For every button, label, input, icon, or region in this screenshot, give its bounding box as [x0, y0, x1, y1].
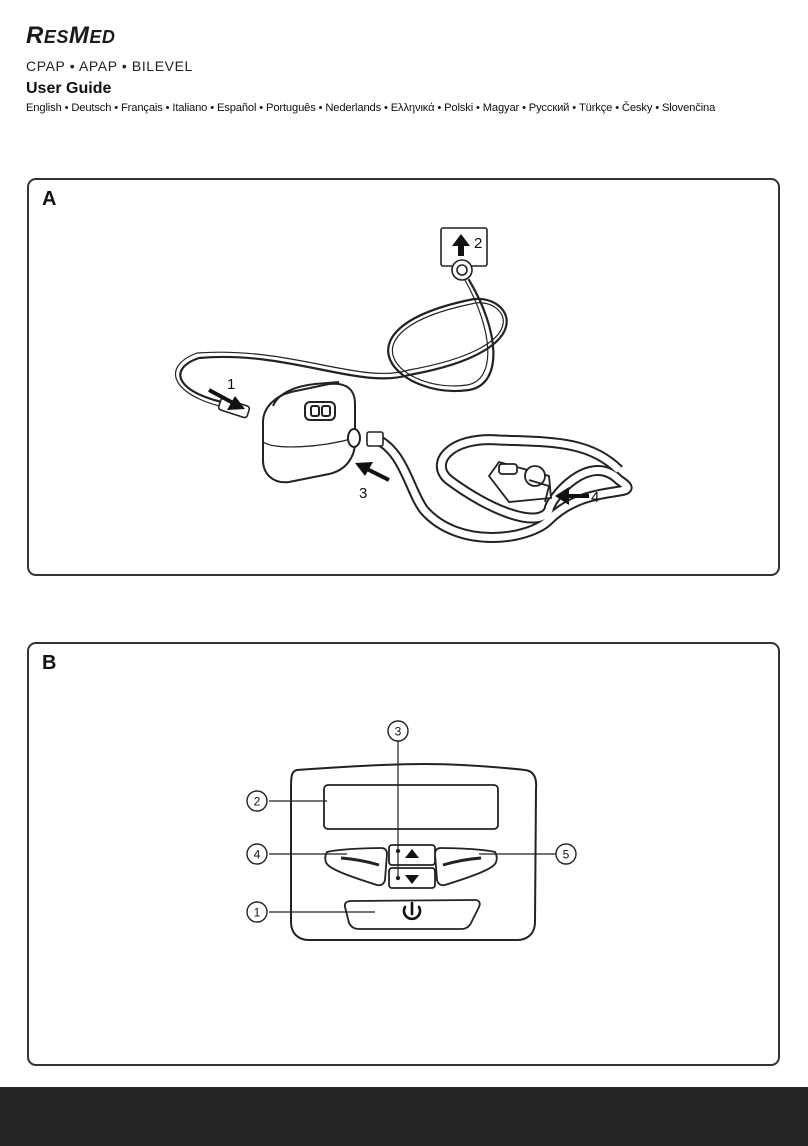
up-button — [388, 844, 436, 866]
brand-logo: RESMED — [26, 22, 116, 49]
mask — [487, 460, 552, 503]
hose-connector — [366, 431, 384, 447]
right-soft-key — [434, 847, 498, 887]
left-soft-key — [324, 847, 388, 887]
lcd-display — [323, 784, 499, 830]
callout-4-label: 4 — [254, 848, 261, 862]
callout-2-label: 2 — [254, 795, 261, 809]
panel-b-control-panel: B — [27, 642, 780, 1066]
callout-3-circle — [387, 720, 409, 742]
panel-a-letter: A — [42, 188, 57, 210]
panel-b-letter: B — [42, 652, 57, 674]
arrow-4-icon — [555, 487, 589, 505]
triangle-up-icon — [405, 849, 419, 858]
callout-5-label: 5 — [563, 848, 570, 862]
footer-bar — [0, 1087, 808, 1146]
cpap-device — [262, 381, 361, 484]
language-list: English • Deutsch • Français • Italiano … — [26, 102, 716, 114]
power-icon — [402, 901, 422, 921]
down-button — [388, 867, 436, 889]
callout-1: 1 — [227, 376, 235, 393]
callout-2-circle — [246, 790, 268, 812]
callout-4: 4 — [591, 489, 599, 506]
control-panel-diagram: 3 2 4 1 5 — [246, 720, 577, 941]
document-title: User Guide — [26, 80, 112, 97]
air-tubing — [371, 432, 633, 543]
callout-3: 3 — [359, 485, 367, 502]
panel-a-setup-illustration: A 2 1 — [27, 178, 780, 576]
callout-2: 2 — [474, 235, 482, 252]
arrow-up-icon — [452, 234, 470, 256]
arrow-1-icon — [208, 388, 245, 410]
callout-5-circle — [555, 843, 577, 865]
arrow-3-icon — [355, 462, 390, 482]
triangle-down-icon — [405, 875, 419, 884]
callout-3-label: 3 — [395, 725, 402, 739]
callout-1-label: 1 — [254, 906, 261, 920]
wall-outlet — [440, 227, 488, 281]
callout-1-circle — [246, 901, 268, 923]
therapy-modes: CPAP • APAP • BILEVEL — [26, 58, 193, 74]
power-button — [343, 899, 481, 930]
callout-4-circle — [246, 843, 268, 865]
setup-diagram: 2 1 — [175, 227, 633, 543]
power-cord — [179, 278, 508, 407]
